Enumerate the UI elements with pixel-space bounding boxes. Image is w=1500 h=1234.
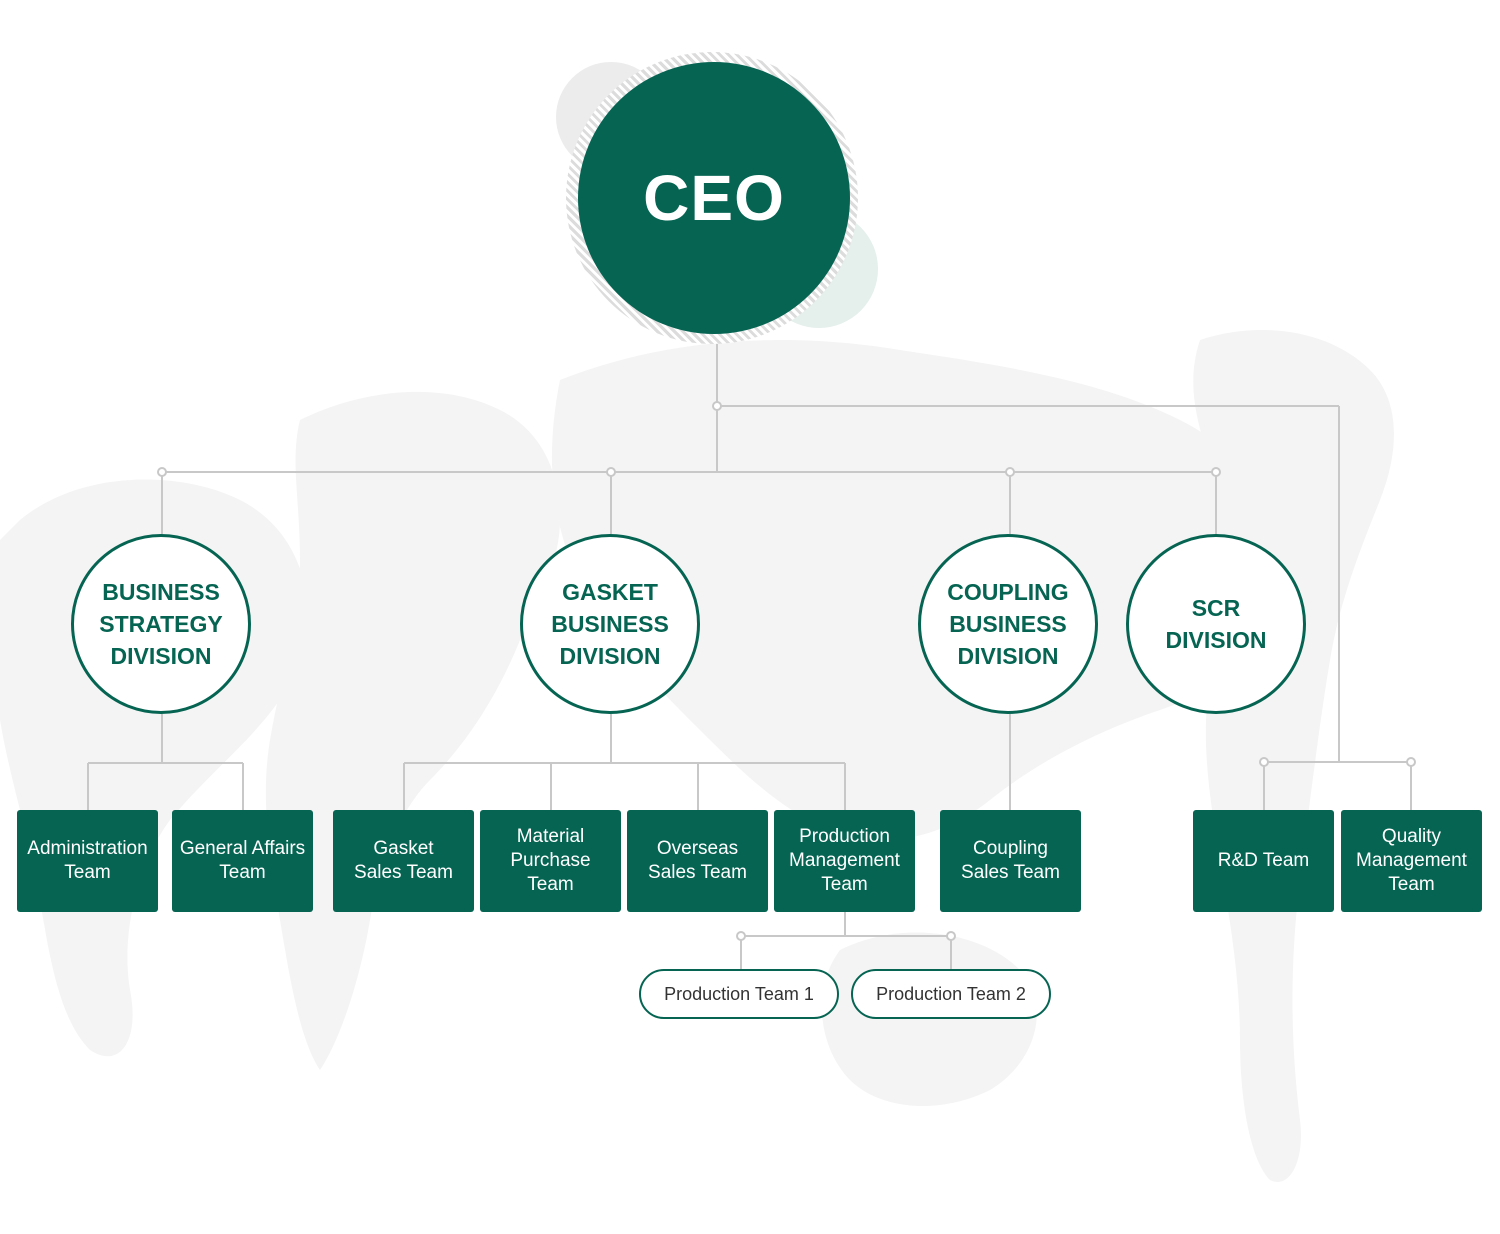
team-label: General Affairs Team: [179, 838, 306, 883]
team-label: R&D Team: [1217, 850, 1310, 871]
node-dot: [946, 931, 956, 941]
team-quality-management[interactable]: Quality Management Team: [1341, 810, 1482, 912]
node-dot: [1211, 467, 1221, 477]
team-rnd[interactable]: R&D Team: [1193, 810, 1334, 912]
team-label: Overseas Sales Team: [648, 838, 747, 883]
map-landmass-asia: [551, 340, 1282, 840]
team-material-purchase[interactable]: Material Purchase Team: [480, 810, 621, 912]
division-label: GASKET BUSINESS DIVISION: [551, 579, 669, 669]
team-label: Quality Management Team: [1356, 826, 1467, 895]
team-production-management[interactable]: Production Management Team: [774, 810, 915, 912]
team-label: Production Management Team: [789, 826, 900, 895]
subteam-production-1[interactable]: Production Team 1: [639, 969, 839, 1019]
division-label: BUSINESS STRATEGY DIVISION: [99, 579, 223, 669]
division-gasket-business[interactable]: GASKET BUSINESS DIVISION: [520, 534, 700, 714]
division-label: SCR DIVISION: [1165, 595, 1267, 653]
subteam-label: Production Team 1: [664, 983, 814, 1004]
division-scr[interactable]: SCR DIVISION: [1126, 534, 1306, 714]
team-administration[interactable]: Administration Team: [17, 810, 158, 912]
team-label: Gasket Sales Team: [354, 838, 453, 883]
node-dot: [1259, 757, 1269, 767]
team-label: Administration Team: [27, 838, 148, 883]
division-coupling-business[interactable]: COUPLING BUSINESS DIVISION: [918, 534, 1098, 714]
division-business-strategy[interactable]: BUSINESS STRATEGY DIVISION: [71, 534, 251, 714]
subteam-production-2[interactable]: Production Team 2: [851, 969, 1051, 1019]
node-dot: [736, 931, 746, 941]
ceo-node[interactable]: CEO: [578, 62, 850, 334]
team-label: Material Purchase Team: [510, 826, 591, 895]
node-dot: [157, 467, 167, 477]
team-coupling-sales[interactable]: Coupling Sales Team: [940, 810, 1081, 912]
ceo-label: CEO: [643, 162, 785, 234]
team-overseas-sales[interactable]: Overseas Sales Team: [627, 810, 768, 912]
node-dot: [712, 401, 722, 411]
subteam-label: Production Team 2: [876, 983, 1026, 1004]
team-gasket-sales[interactable]: Gasket Sales Team: [333, 810, 474, 912]
node-dot: [1005, 467, 1015, 477]
team-label: Coupling Sales Team: [961, 838, 1060, 883]
division-label: COUPLING BUSINESS DIVISION: [947, 579, 1069, 669]
team-general-affairs[interactable]: General Affairs Team: [172, 810, 313, 912]
node-dot: [606, 467, 616, 477]
node-dot: [1406, 757, 1416, 767]
